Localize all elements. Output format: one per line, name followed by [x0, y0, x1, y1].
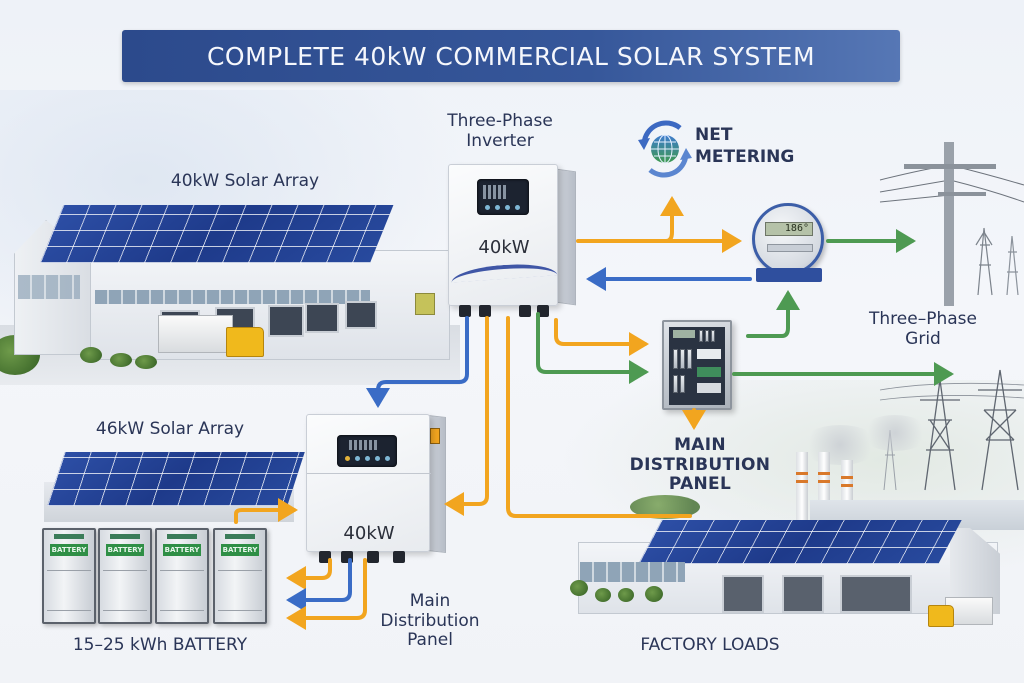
flow-arrow-solar-to-inverter-bottom	[234, 498, 298, 524]
battery-unit: BATTERY	[98, 528, 152, 624]
inverter-bottom-display	[337, 435, 397, 467]
chimney	[818, 452, 830, 512]
flow-arrow-inverter-to-bottom-inverter	[366, 316, 469, 408]
main-panel-right-label: MAIN DISTRIBUTION PANEL	[629, 435, 771, 495]
flow-arrow-inverter-green-to-panel	[536, 312, 649, 384]
flow-arrow-to-net-metering	[660, 196, 684, 243]
flow-arrow-inverter-to-factory	[506, 316, 692, 518]
title-banner: COMPLETE 40kW COMMERCIAL SOLAR SYSTEM	[122, 30, 900, 82]
truck-icon	[158, 315, 233, 353]
chimney	[796, 452, 808, 522]
factory-illustration	[500, 415, 1024, 630]
flow-arrow-panel-to-meter	[746, 290, 800, 338]
page-title: COMPLETE 40kW COMMERCIAL SOLAR SYSTEM	[206, 41, 816, 71]
flow-arrow-inverter-orange-to-bottom-inverter	[444, 316, 489, 516]
solar-array-bottom-label: 46kW Solar Array	[95, 419, 245, 439]
inverter-top: 40kW	[448, 164, 558, 317]
inverter-bottom-rating: 40kW	[343, 523, 395, 544]
factory-label: FACTORY LOADS	[640, 635, 780, 655]
inverter-top-label: Three-Phase Inverter	[447, 111, 553, 151]
main-panel-bottom-label: Main Distribution Panel	[380, 591, 480, 651]
flow-arrow-inverter-to-panel	[554, 318, 649, 356]
battery-bank: BATTERY BATTERY BATTERY BATTERY	[38, 526, 278, 626]
meter-reading: 186°	[765, 222, 813, 236]
flow-arrow-inverter-to-battery-1	[286, 558, 332, 590]
battery-unit: BATTERY	[42, 528, 96, 624]
utility-pole-icon	[879, 140, 1024, 310]
main-distribution-panel	[662, 320, 732, 410]
transmission-tower-icon	[879, 360, 1024, 500]
inverter-bottom: 40kW	[306, 414, 431, 563]
flow-arrow-inverter-to-battery-2	[286, 558, 352, 612]
battery-label: 15–25 kWh BATTERY	[72, 635, 248, 655]
delivery-truck-icon	[928, 605, 954, 627]
solar-array-top-label: 40kW Solar Array	[170, 171, 320, 191]
battery-unit: BATTERY	[155, 528, 209, 624]
warehouse-illustration	[0, 195, 460, 385]
grid-label: Three–Phase Grid	[869, 309, 977, 349]
inverter-display	[477, 179, 529, 215]
battery-unit: BATTERY	[213, 528, 267, 624]
chimney	[841, 460, 853, 512]
net-metering-globe-icon	[634, 118, 696, 180]
flow-arrow-inverter-to-battery-3	[286, 558, 367, 630]
inverter-top-rating: 40kW	[478, 237, 530, 258]
net-metering-label: NET METERING	[695, 125, 795, 168]
